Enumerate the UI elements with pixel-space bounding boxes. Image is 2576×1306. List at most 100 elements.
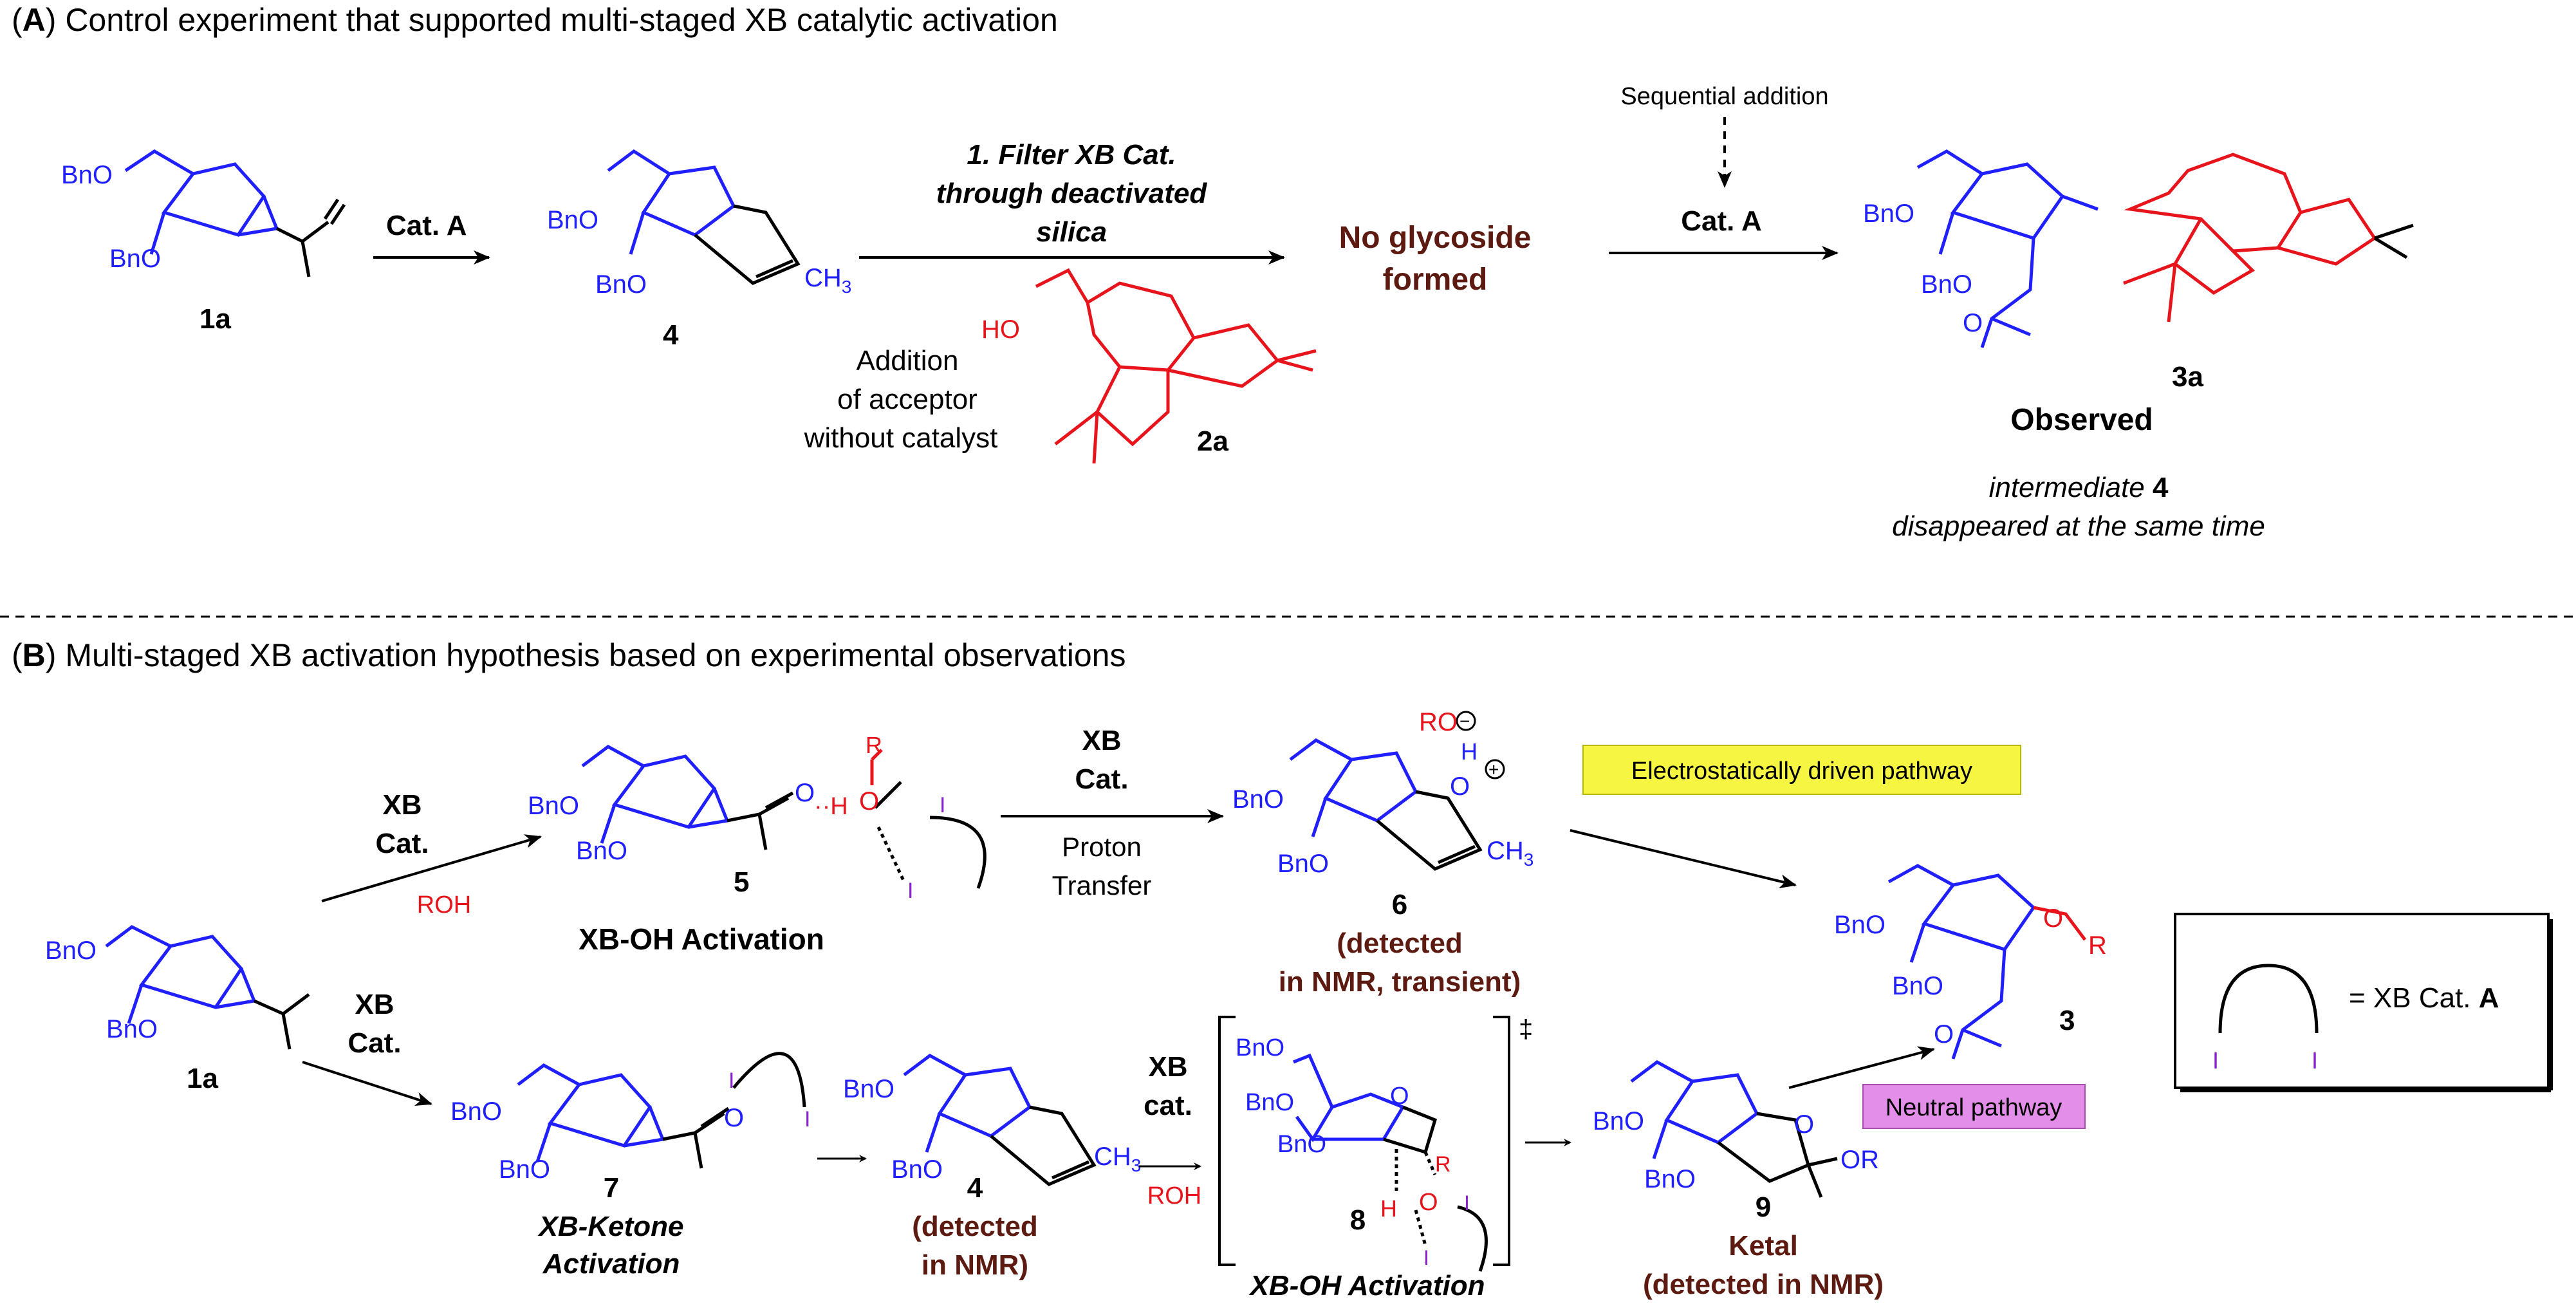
bno-label: BnO [45,937,97,965]
carbonyl-o-label: O [724,1104,744,1132]
oxonium-o-label: O [1450,772,1470,801]
xb-cat-mid-1: XB [1082,725,1121,756]
plus-charge: + [1488,760,1499,779]
detected6-line1: (detected [1337,928,1463,959]
arrow-label-cat-a: Cat. A [1681,205,1762,237]
legend-text: = XB Cat. A [2349,982,2499,1014]
minus-charge: − [1459,711,1470,731]
bno-label: BnO [109,245,161,273]
carbonyl-o-label: O [795,779,815,807]
iodine-label: I [1464,1191,1470,1215]
xb-cat-mid-2: Cat. [1075,763,1128,795]
compound-label-6: 6 [1392,889,1407,920]
iodine-label: I [2212,1047,2219,1074]
bno-label: BnO [1644,1165,1696,1193]
ch3-label: CH3 [804,264,851,297]
h-label: H [1461,738,1478,765]
compound-label-2a: 2a [1197,425,1228,457]
intermediate-note-line1: intermediate 4 [1989,472,2169,503]
reaction-arrow [321,834,542,902]
o-label: O [859,787,879,816]
o-label: O [1390,1083,1409,1110]
bno-label: BnO [891,1155,943,1184]
xb-catalyst-icon [2218,964,2319,1034]
or-label: OR [1840,1146,1879,1174]
r-label: R [1435,1152,1451,1177]
bno-label: BnO [528,792,579,820]
compound-label-4: 4 [663,319,679,351]
xb-cat-upper-2: Cat. [375,828,429,859]
sequential-addition-label: Sequential addition [1620,83,1828,110]
iodine-label: I [728,1068,734,1093]
compound-label-3: 3 [2059,1005,2075,1036]
xb-cat-lower-mid-2: cat. [1144,1090,1192,1121]
bno-label: BnO [106,1015,158,1043]
r-label: R [866,732,882,758]
compound-label-9: 9 [1756,1191,1771,1223]
addition-line1: Addition [856,345,958,377]
compound-6 [1289,711,1505,871]
filter-step-line2: through deactivated [936,178,1208,209]
iodine-label: I [907,879,913,903]
electrostatic-pathway-box [1582,745,2021,795]
legend-box [2174,913,2550,1089]
compound-3 [1887,864,2086,1059]
compound-2a [1035,268,1317,464]
ch3-label: CH3 [1094,1143,1141,1175]
section-a-title: (A) Control experiment that supported mu… [12,2,1058,38]
bno-label: BnO [1232,785,1284,814]
xb-cat-lower-2: Cat. [347,1027,401,1059]
section-b-title: (B) Multi-staged XB activation hypothesi… [12,637,1126,673]
intermediate-note-line2: disappeared at the same time [1892,510,2265,542]
no-glycoside-line1: No glycoside [1339,221,1532,255]
reaction-arrow [302,1061,432,1106]
r-label: R [2088,931,2107,960]
bno-label: BnO [547,206,598,234]
xb-cat-lower-1: XB [355,989,394,1020]
iodine-label: I [2312,1047,2318,1074]
filter-step-line3: silica [1036,216,1107,248]
xb-oh-activation-label: XB-OH Activation [579,922,824,956]
dagger-symbol: ‡ [1519,1015,1533,1043]
o-label: O [1419,1189,1438,1216]
reaction-arrow [1570,829,1797,889]
no-glycoside-line2: formed [1383,263,1488,297]
compound-8-transition-state [1293,1053,1488,1272]
xb-ketone-line1: XB-Ketone [537,1211,684,1242]
bno-label: BnO [499,1155,550,1184]
ro-anion-label: RO [1419,708,1458,736]
xb-oh-activation-label-2: XB-OH Activation [1248,1270,1485,1301]
ch3-label: CH3 [1487,837,1534,870]
ketone-o-label: O [1963,309,1983,337]
compound-label-1a: 1a [187,1063,218,1094]
bno-label: BnO [1921,270,1972,299]
bno-label: BnO [61,161,113,189]
arrow-label-cat-a: Cat. A [386,210,467,241]
ts-bracket-right [1493,1016,1510,1266]
addition-line2: of acceptor [837,384,978,415]
compound-4-bottom [903,1054,1097,1186]
h-bond-label: ··H [814,793,848,820]
neutral-pathway-label: Neutral pathway [1886,1094,2062,1121]
ketone-o-label: O [1934,1020,1954,1049]
bno-label: BnO [1593,1107,1644,1135]
iodine-label: I [940,793,945,817]
compound-3a [1916,149,2414,348]
bno-label: BnO [1892,972,1943,1000]
compound-label-4: 4 [967,1172,983,1204]
addition-line3: without catalyst [804,422,998,454]
bno-label: BnO [450,1097,502,1126]
bno-label: BnO [1236,1034,1284,1061]
compound-label-8: 8 [1350,1204,1366,1236]
proton-transfer-2: Transfer [1052,870,1152,900]
bno-label: BnO [1834,911,1886,939]
bno-label: BnO [843,1075,894,1103]
compound-5 [581,745,987,889]
electrostatic-pathway-label: Electrostatically driven pathway [1631,758,1972,785]
observed-label: Observed [2010,403,2153,437]
bno-label: BnO [1245,1089,1294,1116]
bno-label: BnO [1863,200,1914,228]
ring-o-label: O [1794,1110,1814,1139]
neutral-pathway-box [1862,1084,2086,1129]
